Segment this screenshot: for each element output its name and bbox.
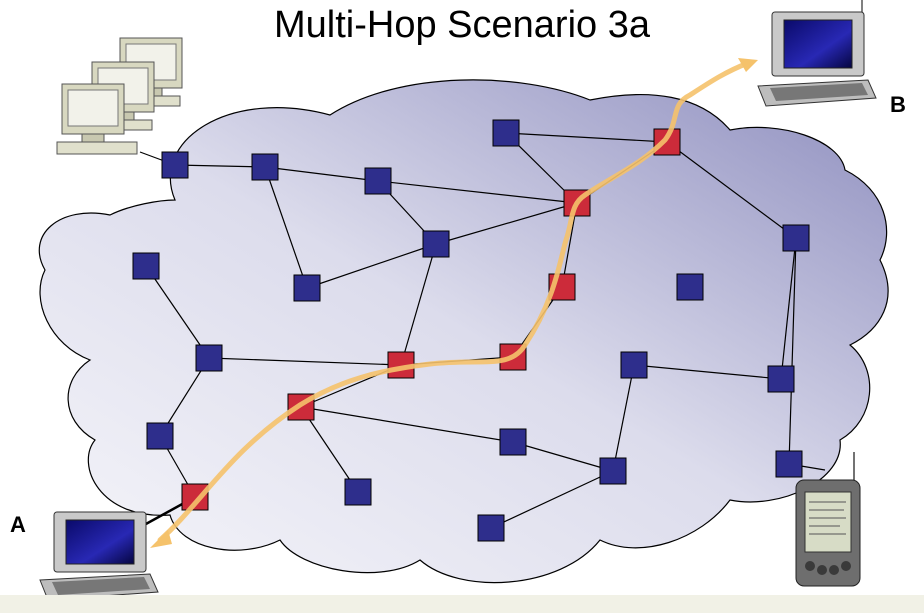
- route-arrow-a: [150, 530, 172, 548]
- network-link: [208, 357, 402, 366]
- network-link: [306, 243, 437, 289]
- network-node: [344, 478, 372, 506]
- network-link: [666, 141, 797, 239]
- network-link: [300, 406, 359, 493]
- laptop-icon: [757, 0, 877, 107]
- desktop-computers-icon: [56, 37, 183, 155]
- route-path: [157, 60, 751, 543]
- network-node: [477, 514, 505, 542]
- endpoint-a-label: A: [10, 512, 26, 537]
- network-link: [145, 265, 210, 359]
- network-node: [195, 344, 223, 372]
- network-link: [264, 166, 308, 289]
- network-link: [490, 470, 614, 529]
- network-link: [400, 243, 437, 366]
- pda-icon: [795, 452, 861, 587]
- network-link: [561, 202, 578, 288]
- network-link: [264, 166, 379, 182]
- network-node: [132, 252, 160, 280]
- route-arrow-b: [738, 58, 758, 72]
- network-link: [435, 202, 578, 245]
- endpoint-b-label: B: [890, 92, 906, 117]
- network-node: [161, 151, 189, 179]
- network-node: [422, 230, 450, 258]
- diagram-title: Multi-Hop Scenario 3a: [274, 4, 650, 46]
- network-nodes: [132, 119, 810, 542]
- network-node: [782, 224, 810, 252]
- network-link: [505, 132, 668, 143]
- network-node: [251, 153, 279, 181]
- network-link: [633, 364, 782, 380]
- network-node: [293, 274, 321, 302]
- network-node: [676, 273, 704, 301]
- network-node: [492, 119, 520, 147]
- network-link: [300, 406, 514, 443]
- network-link: [174, 164, 266, 168]
- network-link: [512, 441, 614, 472]
- network-node: [599, 457, 627, 485]
- network-node: [146, 422, 174, 450]
- network-link: [377, 180, 578, 204]
- footer-bar: [0, 595, 924, 613]
- network-node: [364, 167, 392, 195]
- laptop-icon: [39, 511, 159, 601]
- network-node: [767, 365, 795, 393]
- network-cloud: [38, 79, 889, 584]
- network-link: [788, 237, 797, 465]
- network-node: [620, 351, 648, 379]
- network-link: [612, 364, 635, 472]
- network-link: [780, 237, 797, 380]
- route-node: [181, 483, 209, 511]
- network-node: [775, 450, 803, 478]
- network-node: [499, 428, 527, 456]
